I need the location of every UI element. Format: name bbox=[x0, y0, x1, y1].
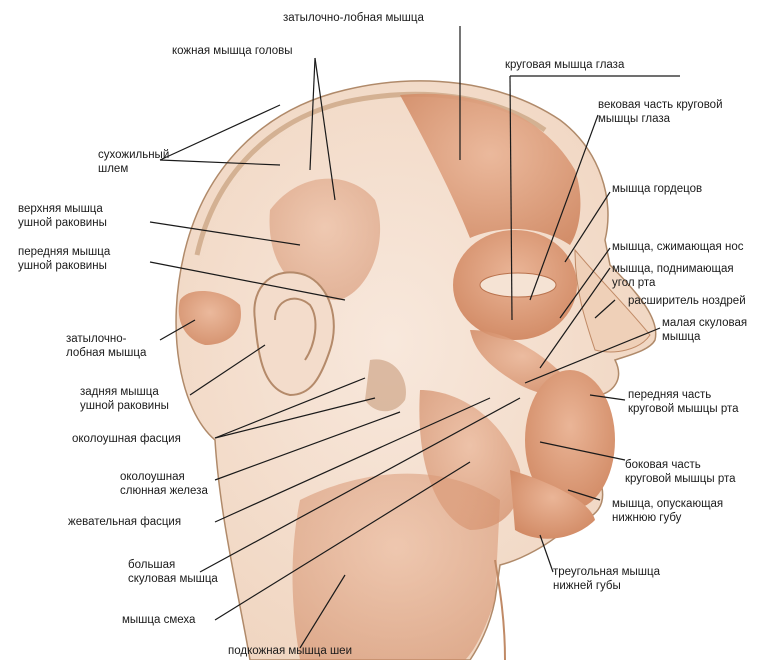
label-scalp-muscle: кожная мышца головы bbox=[172, 44, 293, 58]
eye-opening bbox=[480, 273, 556, 297]
label-nasal-dilator: расширитель ноздрей bbox=[628, 294, 746, 308]
label-superior-auricular: верхняя мышца ушной раковины bbox=[18, 202, 107, 230]
label-galea: сухожильный шлем bbox=[98, 148, 169, 176]
label-zygomaticus-minor: малая скуловая мышца bbox=[662, 316, 747, 344]
label-parotid-fascia: околоушная фасция bbox=[72, 432, 181, 446]
label-orbicularis-oris-lateral: боковая часть круговой мышцы рта bbox=[625, 458, 736, 486]
label-anterior-auricular: передняя мышца ушной раковины bbox=[18, 245, 110, 273]
label-masseteric-fascia: жевательная фасция bbox=[68, 515, 181, 529]
label-posterior-auricular: задняя мышца ушной раковины bbox=[80, 385, 169, 413]
label-palpebral-part: вековая часть круговой мышцы глаза bbox=[598, 98, 723, 126]
label-orbicularis-oculi: круговая мышца глаза bbox=[505, 58, 624, 72]
label-platysma: подкожная мышца шеи bbox=[228, 644, 352, 658]
label-orbicularis-oris-anterior: передняя часть круговой мышцы рта bbox=[628, 388, 739, 416]
label-occipitofrontalis-back: затылочно- лобная мышца bbox=[66, 332, 146, 360]
label-parotid-gland: околоушная слюнная железа bbox=[120, 470, 208, 498]
label-risorius: мышца смеха bbox=[122, 613, 195, 627]
platysma-muscle bbox=[293, 474, 501, 660]
label-zygomaticus-major: большая скуловая мышца bbox=[128, 558, 218, 586]
label-procerus: мышца гордецов bbox=[612, 182, 702, 196]
label-occipitofrontalis-top: затылочно-лобная мышца bbox=[283, 11, 424, 25]
label-levator-anguli-oris: мышца, поднимающая угол рта bbox=[612, 262, 734, 290]
label-depressor-labii: мышца, опускающая нижнюю губу bbox=[612, 497, 723, 525]
label-nasalis: мышца, сжимающая нос bbox=[612, 240, 743, 254]
label-depressor-anguli: треугольная мышца нижней губы bbox=[553, 565, 660, 593]
neck-edge bbox=[495, 560, 505, 660]
